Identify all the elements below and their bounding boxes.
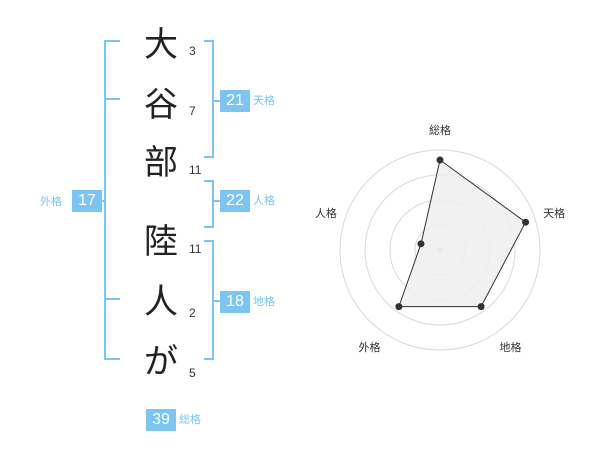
soukaku-value: 39	[146, 409, 176, 431]
radar-axis-label-1: 総格	[429, 123, 451, 137]
name-char-3: 部	[144, 143, 178, 183]
gaikaku-label: 外格	[40, 195, 62, 208]
stroke-count-2: 7	[189, 104, 196, 118]
radar-points	[395, 156, 530, 311]
stroke-count-4: 11	[189, 242, 202, 256]
chikaku-label: 地格	[253, 295, 275, 308]
radar-point-2	[522, 218, 530, 226]
name-char-6: が	[144, 342, 178, 382]
stroke-count-6: 5	[189, 366, 196, 380]
name-char-4: 陸	[144, 222, 178, 262]
jinkaku-value: 22	[220, 190, 250, 212]
name-char-1: 大	[144, 25, 178, 65]
radar-point-1	[436, 156, 444, 164]
radar-point-5	[417, 240, 425, 248]
radar-axis-label-5: 人格	[315, 206, 337, 220]
stroke-count-3: 11	[189, 163, 202, 177]
radar-axis-label-3: 地格	[500, 340, 522, 354]
radar-polygon	[398, 159, 527, 308]
radar-point-4	[395, 303, 403, 311]
name-char-2: 谷	[144, 85, 178, 125]
stroke-count-1: 3	[189, 44, 196, 58]
tenkaku-value: 21	[220, 90, 250, 112]
radar-axis-label-4: 外格	[358, 340, 380, 354]
soukaku-label: 総格	[179, 413, 201, 426]
radar-point-3	[477, 303, 485, 311]
jinkaku-label: 人格	[253, 194, 275, 207]
gaikaku-value: 17	[72, 190, 102, 212]
stroke-count-5: 2	[189, 306, 196, 320]
tenkaku-label: 天格	[253, 94, 275, 107]
chikaku-value: 18	[220, 291, 250, 313]
name-char-5: 人	[144, 282, 178, 322]
radar-axis-label-2: 天格	[543, 206, 565, 220]
radar-ring-4	[339, 149, 541, 351]
